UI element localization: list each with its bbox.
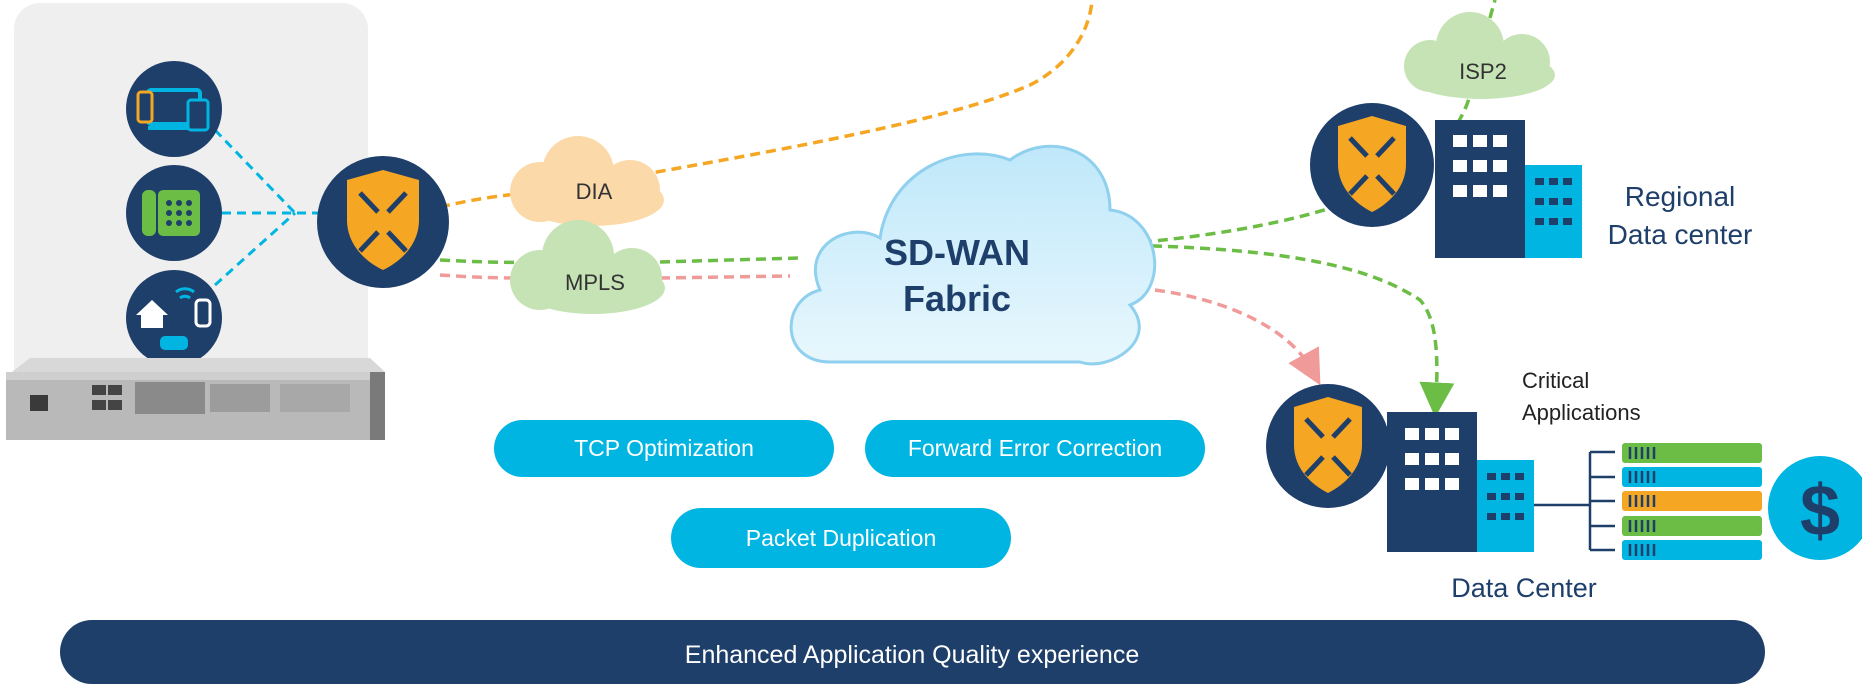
fabric-dc-pink-path bbox=[1154, 288, 1321, 386]
laptop-phone-icon bbox=[126, 61, 222, 157]
data-center-label: Data Center bbox=[1451, 573, 1597, 603]
server-connectors bbox=[1534, 450, 1615, 552]
svg-text:$: $ bbox=[1800, 471, 1840, 551]
regional-label-1: Regional bbox=[1625, 181, 1736, 212]
regional-shield-icon bbox=[1310, 103, 1434, 227]
tcp-optimization-label: TCP Optimization bbox=[574, 435, 754, 461]
packet-duplication-label: Packet Duplication bbox=[746, 525, 937, 551]
tcp-optimization-pill: TCP Optimization bbox=[494, 420, 834, 477]
dia-label: DIA bbox=[576, 179, 613, 204]
fec-pill: Forward Error Correction bbox=[865, 420, 1205, 477]
critical-label-1: Critical bbox=[1522, 368, 1589, 393]
fabric-line2: Fabric bbox=[903, 278, 1011, 319]
regional-building-icon bbox=[1435, 120, 1582, 258]
device-links bbox=[213, 128, 330, 287]
dia-cloud: DIA bbox=[510, 136, 664, 226]
dc-shield-icon bbox=[1266, 384, 1390, 508]
security-shield-icon bbox=[317, 156, 449, 288]
packet-duplication-pill: Packet Duplication bbox=[671, 508, 1011, 568]
mpls-cloud: MPLS bbox=[510, 220, 665, 314]
mpls-label: MPLS bbox=[565, 270, 625, 295]
isp2-cloud: ISP2 bbox=[1404, 12, 1555, 99]
isp2-label: ISP2 bbox=[1459, 59, 1507, 84]
router-appliance-icon bbox=[6, 358, 385, 440]
fec-label: Forward Error Correction bbox=[908, 435, 1162, 461]
desk-phone-icon bbox=[126, 165, 222, 261]
experience-banner: Enhanced Application Quality experience bbox=[60, 620, 1765, 684]
dc-building-icon bbox=[1387, 412, 1534, 552]
dollar-icon: $ bbox=[1768, 456, 1862, 560]
critical-label-2: Applications bbox=[1522, 400, 1641, 425]
smart-home-icon bbox=[126, 270, 222, 366]
fabric-dc-path bbox=[1119, 243, 1455, 418]
mpls-path bbox=[439, 256, 801, 265]
banner-label: Enhanced Application Quality experience bbox=[685, 641, 1139, 669]
sdwan-fabric-cloud: SD-WAN Fabric bbox=[789, 144, 1157, 366]
fabric-line1: SD-WAN bbox=[884, 232, 1030, 273]
regional-label-2: Data center bbox=[1608, 219, 1753, 250]
server-rack-icon bbox=[1622, 443, 1762, 560]
